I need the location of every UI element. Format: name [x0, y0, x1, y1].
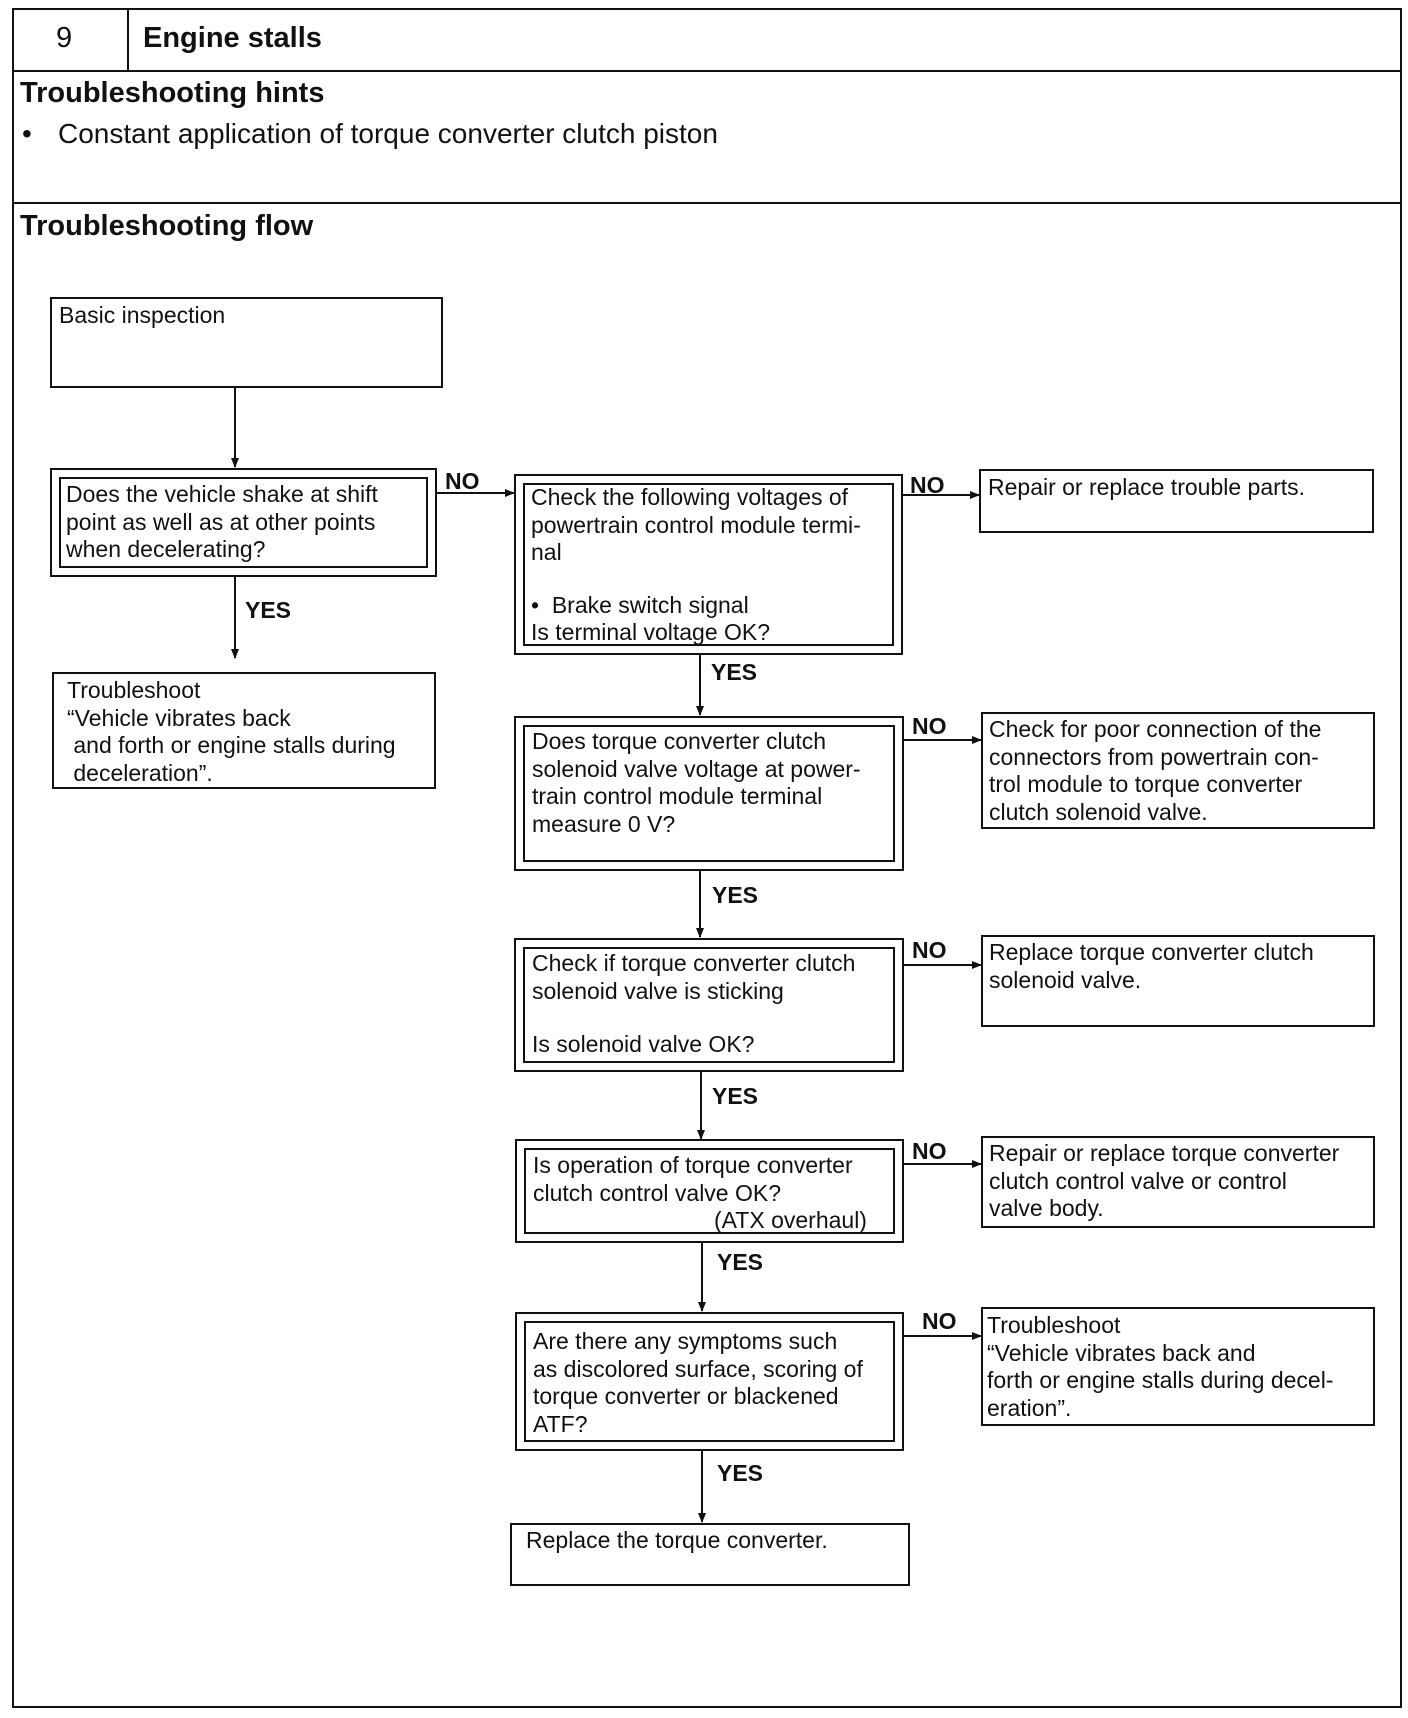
replace-solenoid-text: Replace torque converter clutch solenoid…	[989, 939, 1314, 993]
label-q1-no: NO	[445, 468, 480, 494]
label-q5-no: NO	[912, 1138, 947, 1164]
question-voltage-text: Check the following voltages of powertra…	[531, 484, 861, 565]
hint-item: • Constant application of torque converte…	[22, 118, 718, 150]
flow-heading: Troubleshooting flow	[20, 210, 314, 242]
section-number: 9	[56, 22, 73, 54]
question-voltage-question: Is terminal voltage OK?	[531, 619, 771, 645]
question-symptoms-text: Are there any symptoms such as discolore…	[533, 1328, 863, 1437]
hints-divider	[12, 202, 1402, 204]
label-q6-yes: YES	[717, 1460, 764, 1486]
question-control-valve-note: (ATX overhaul)	[714, 1207, 867, 1233]
basic-inspection-box: Basic inspection	[50, 297, 443, 388]
question-voltage-box: Check the following voltages of powertra…	[514, 474, 903, 655]
replace-torque-converter-box: Replace the torque converter.	[510, 1523, 910, 1586]
check-connectors-text: Check for poor connection of the connect…	[989, 716, 1322, 825]
replace-torque-converter-text: Replace the torque converter.	[526, 1527, 828, 1553]
troubleshoot-vibration-box: Troubleshoot “Vehicle vibrates back and …	[52, 672, 436, 789]
label-q3-yes: YES	[712, 882, 759, 908]
label-q6-no: NO	[922, 1308, 957, 1334]
question-shake-box: Does the vehicle shake at shift point as…	[50, 468, 437, 577]
page-title: Engine stalls	[143, 22, 322, 54]
hint-item-text: Constant application of torque converter…	[58, 118, 718, 149]
repair-control-valve-text: Repair or replace torque converter clutc…	[989, 1140, 1340, 1221]
question-solenoid-sticking-question: Is solenoid valve OK?	[532, 1031, 755, 1057]
question-solenoid-voltage-text: Does torque converter clutch solenoid va…	[532, 728, 861, 837]
question-solenoid-voltage-box: Does torque converter clutch solenoid va…	[514, 716, 904, 871]
basic-inspection-text: Basic inspection	[59, 302, 226, 328]
troubleshoot-vibration-text: Troubleshoot “Vehicle vibrates back and …	[67, 677, 396, 786]
page-frame	[12, 8, 1402, 1708]
header-column-divider	[127, 8, 129, 70]
question-solenoid-sticking-text: Check if torque converter clutch solenoi…	[532, 950, 856, 1004]
question-control-valve-box: Is operation of torque converter clutch …	[515, 1139, 904, 1243]
label-q2-no: NO	[910, 472, 945, 498]
troubleshoot-vibration-box-2: Troubleshoot “Vehicle vibrates back and …	[981, 1307, 1375, 1426]
label-q4-no: NO	[912, 937, 947, 963]
label-q3-no: NO	[912, 713, 947, 739]
label-q5-yes: YES	[717, 1249, 764, 1275]
replace-solenoid-box: Replace torque converter clutch solenoid…	[981, 935, 1375, 1027]
troubleshoot-vibration-text-2: Troubleshoot “Vehicle vibrates back and …	[987, 1312, 1334, 1421]
bullet-icon: •	[22, 118, 32, 149]
label-q4-yes: YES	[712, 1083, 759, 1109]
question-shake-text: Does the vehicle shake at shift point as…	[66, 481, 378, 562]
question-voltage-item: • Brake switch signal	[531, 592, 749, 618]
hints-heading: Troubleshooting hints	[20, 77, 325, 109]
label-q2-yes: YES	[711, 659, 758, 685]
repair-trouble-parts-box: Repair or replace trouble parts.	[979, 469, 1374, 533]
question-control-valve-text: Is operation of torque converter clutch …	[533, 1152, 853, 1206]
question-solenoid-sticking-box: Check if torque converter clutch solenoi…	[514, 938, 904, 1072]
label-q1-yes: YES	[245, 597, 292, 623]
header-divider	[12, 70, 1402, 72]
question-symptoms-box: Are there any symptoms such as discolore…	[515, 1312, 904, 1451]
check-connectors-box: Check for poor connection of the connect…	[981, 712, 1375, 829]
repair-control-valve-box: Repair or replace torque converter clutc…	[981, 1136, 1375, 1228]
repair-trouble-parts-text: Repair or replace trouble parts.	[988, 474, 1306, 500]
